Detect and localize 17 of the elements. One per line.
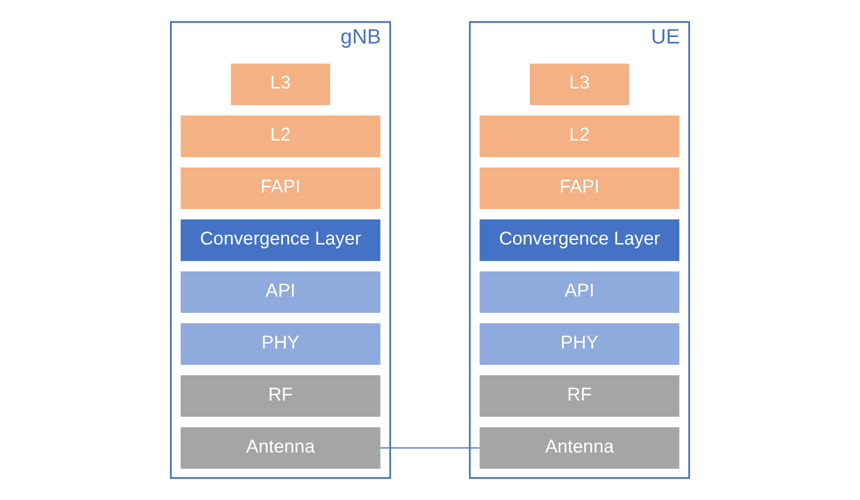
node-box: L2 (480, 116, 680, 158)
node-box: L3 (530, 64, 630, 106)
node-box: Antenna (480, 427, 680, 469)
node-box: FAPI (180, 167, 380, 210)
node-box: PHY (180, 323, 380, 365)
node-box: Convergence Layer (480, 219, 680, 261)
node-box: L3 (230, 64, 330, 106)
node-box: L2 (180, 116, 380, 158)
node-box: API (180, 271, 380, 313)
node-box: API (480, 271, 680, 313)
node-box: Convergence Layer (180, 219, 380, 261)
node-box: PHY (480, 323, 680, 365)
node-box: Antenna (180, 427, 380, 469)
node-box: FAPI (480, 167, 680, 210)
connector (380, 447, 480, 449)
node-box: RF (480, 375, 680, 417)
node-box: RF (180, 375, 380, 417)
